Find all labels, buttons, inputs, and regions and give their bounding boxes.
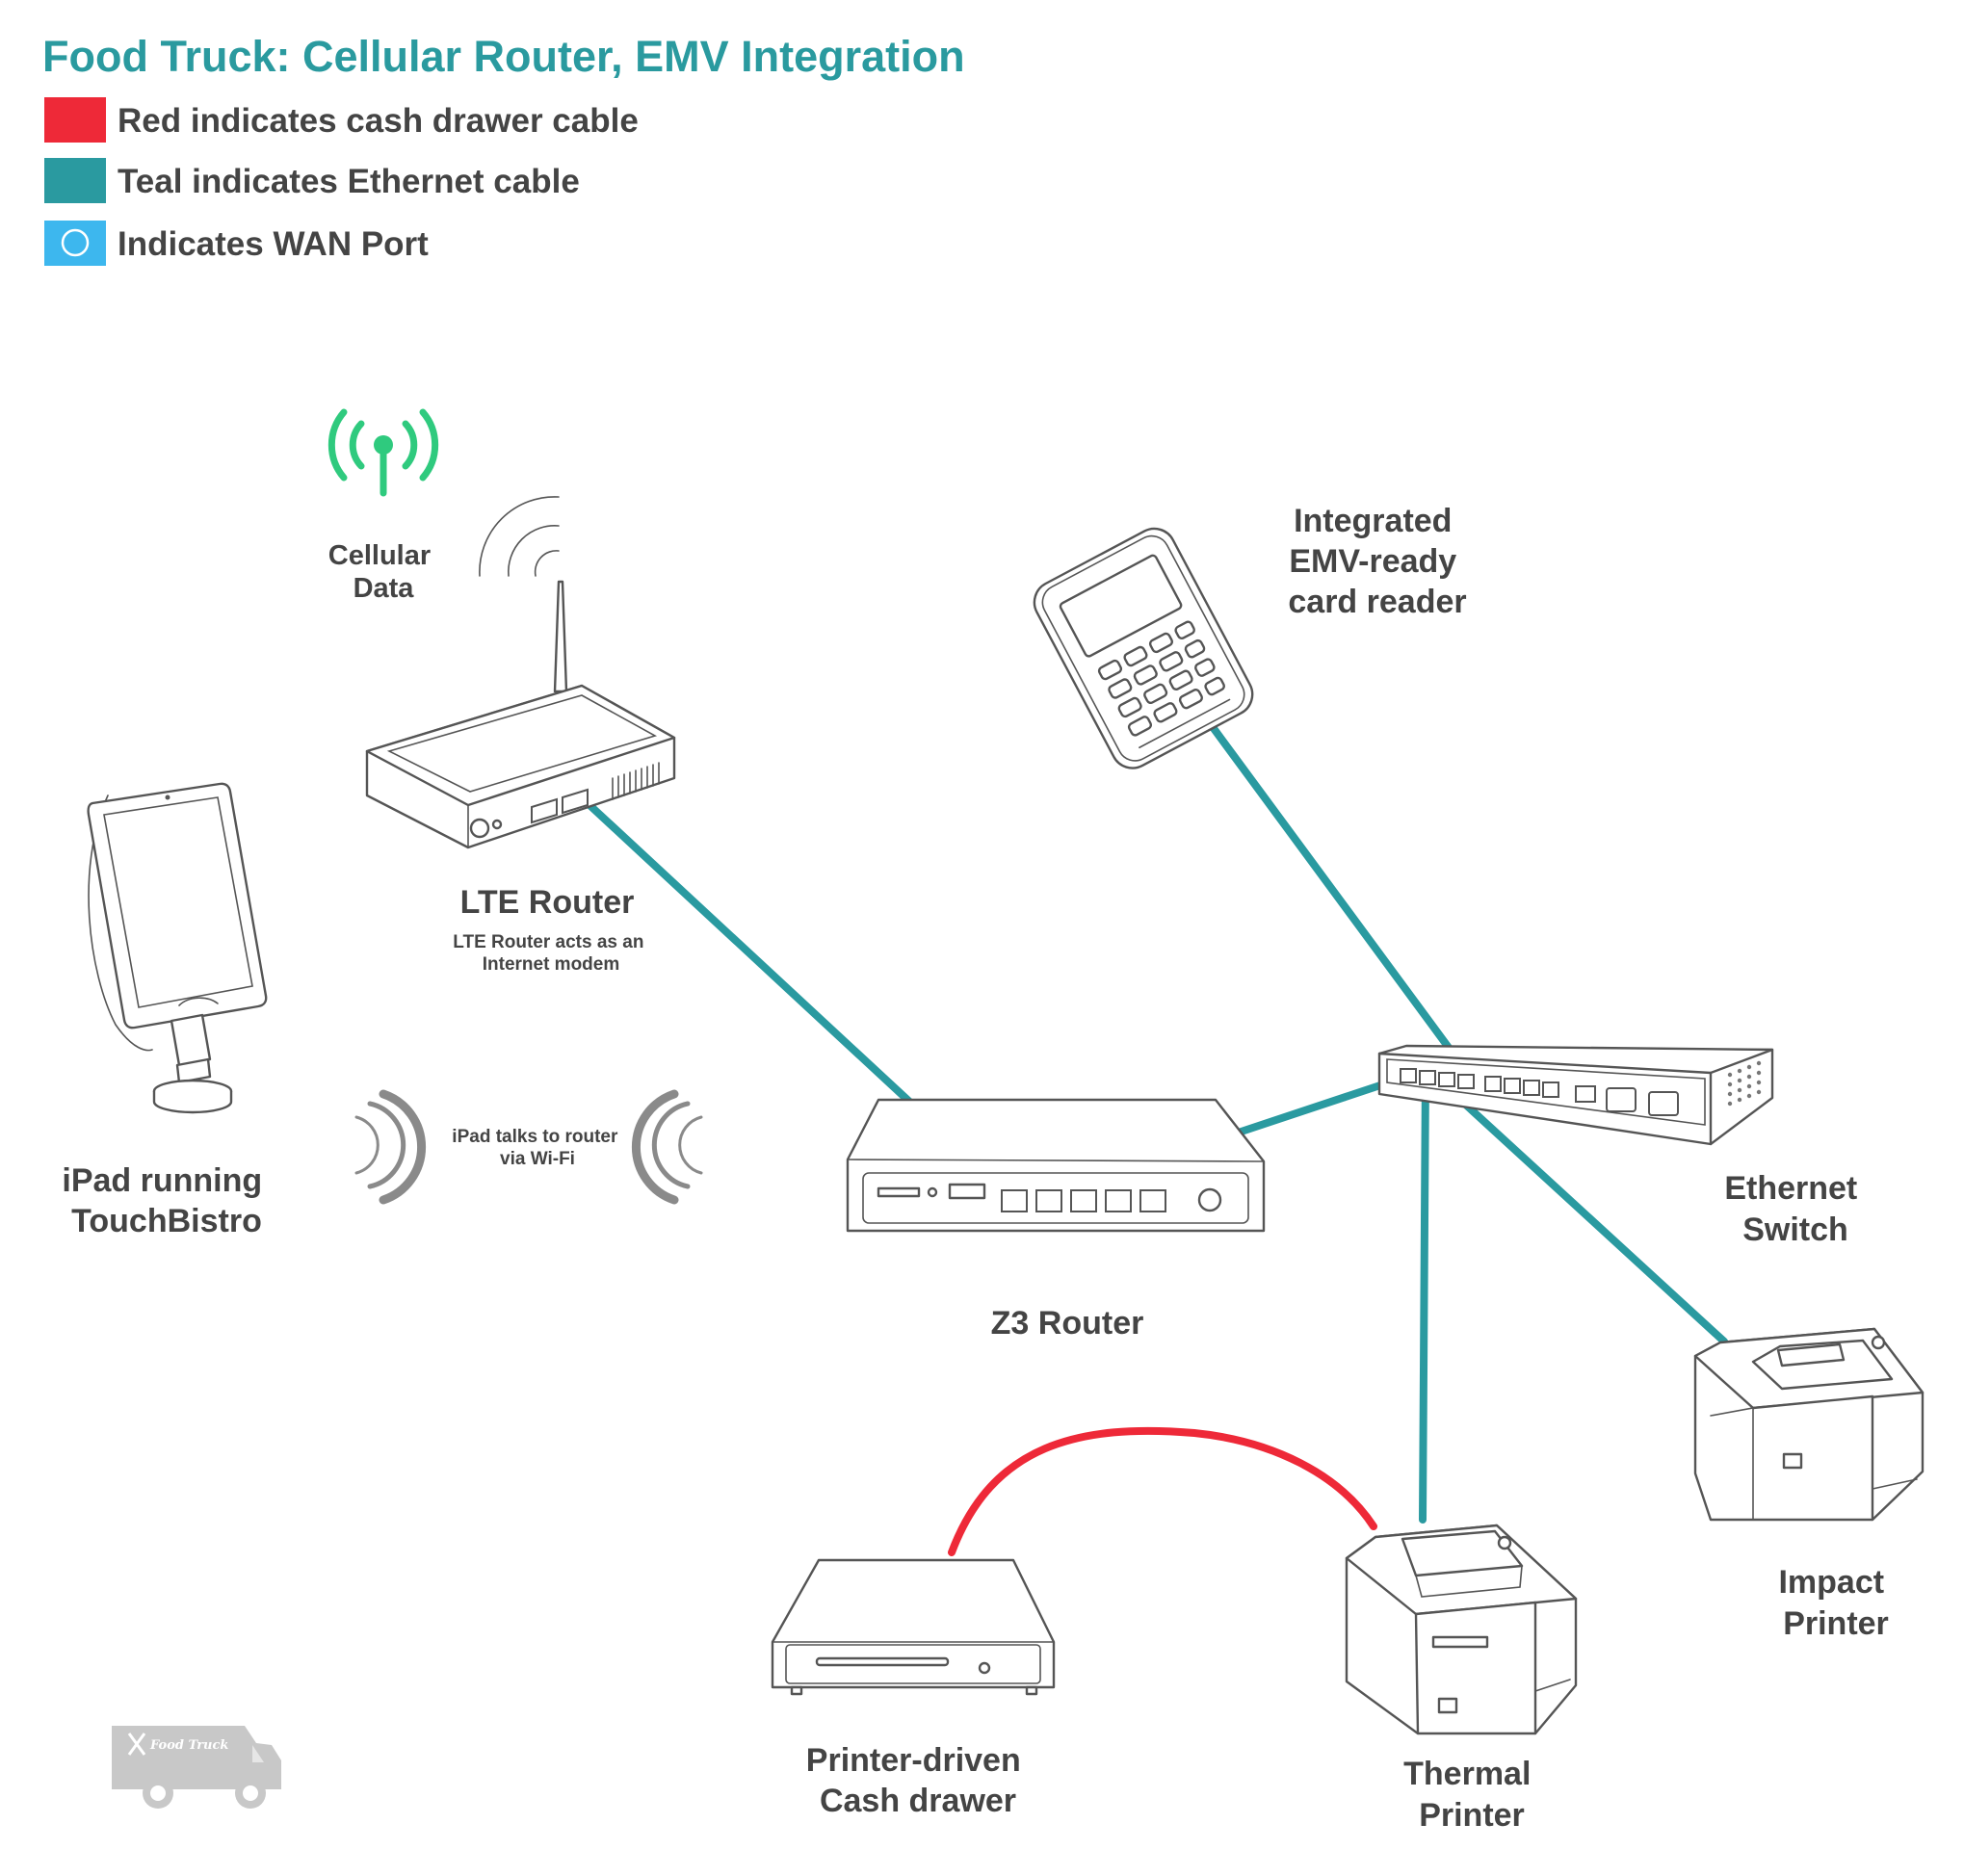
teal-swatch bbox=[44, 158, 106, 203]
z3-router bbox=[846, 1098, 1266, 1233]
antenna-icon bbox=[553, 580, 568, 693]
vent-icon bbox=[612, 762, 660, 800]
lte-router-note: LTE Router acts as an Internet modem bbox=[453, 932, 648, 975]
z3-router-label: Z3 Router bbox=[991, 1305, 1144, 1342]
emv-card-reader bbox=[1033, 527, 1254, 769]
cash-drawer bbox=[771, 1558, 1056, 1696]
thermal-printer-label: Thermal Printer bbox=[1403, 1756, 1540, 1834]
impact-printer-label: Impact Printer bbox=[1778, 1564, 1893, 1642]
cash-drawer-label: Printer-driven Cash drawer bbox=[806, 1742, 1030, 1819]
power-button-icon bbox=[1197, 1187, 1222, 1212]
cable-thermal-to-cash-drawer bbox=[948, 1426, 1377, 1556]
legend-teal-text: Teal indicates Ethernet cable bbox=[118, 163, 580, 200]
legend-red-text: Red indicates cash drawer cable bbox=[118, 102, 639, 140]
switch-vent-icon bbox=[1727, 1060, 1762, 1107]
cable-switch-to-impact bbox=[1431, 1073, 1728, 1345]
red-swatch bbox=[44, 97, 106, 143]
wan-port-circle-icon bbox=[61, 228, 90, 257]
ethernet-switch-label: Ethernet Switch bbox=[1724, 1170, 1866, 1248]
food-truck-logo-text: Food Truck bbox=[149, 1738, 228, 1753]
lte-port-1 bbox=[531, 797, 558, 824]
switch-ports bbox=[1400, 1068, 1679, 1116]
wifi-note: iPad talks to router via Wi-Fi bbox=[452, 1127, 622, 1169]
ipad-on-stand bbox=[87, 782, 268, 1114]
keypad-icon bbox=[1097, 620, 1225, 737]
cellular-data-label: Cellular Data bbox=[328, 540, 438, 604]
wifi-waves-icon bbox=[354, 1089, 703, 1205]
reader-screen bbox=[1059, 554, 1183, 658]
drawer-slot bbox=[815, 1656, 950, 1667]
diagram-title: Food Truck: Cellular Router, EMV Integra… bbox=[42, 32, 965, 81]
legend: Red indicates cash drawer cable Teal ind… bbox=[44, 97, 639, 266]
z3-wan-port bbox=[1001, 1189, 1028, 1212]
card-reader-label: Integrated EMV-ready card reader bbox=[1288, 503, 1466, 620]
cellular-signal-icon bbox=[327, 408, 439, 497]
thermal-printer bbox=[1345, 1524, 1578, 1735]
food-truck-logo: Food Truck bbox=[112, 1726, 281, 1809]
legend-wan-text: Indicates WAN Port bbox=[118, 225, 429, 263]
ipad-label: iPad running TouchBistro bbox=[62, 1162, 271, 1239]
wan-port-swatch bbox=[44, 221, 106, 266]
ipad-screen bbox=[103, 796, 253, 1008]
lte-router bbox=[365, 496, 676, 849]
cable-reader-to-switch bbox=[1195, 705, 1482, 1092]
drawer-lock-icon bbox=[978, 1661, 991, 1675]
lte-router-label: LTE Router bbox=[460, 884, 635, 921]
ipad-cable bbox=[88, 795, 153, 1052]
lte-port-2 bbox=[562, 788, 589, 815]
cable-switch-to-thermal bbox=[1419, 1067, 1429, 1524]
ethernet-switch bbox=[1377, 1044, 1774, 1146]
router-signal-arc-icon bbox=[479, 496, 560, 577]
impact-printer bbox=[1693, 1327, 1925, 1522]
